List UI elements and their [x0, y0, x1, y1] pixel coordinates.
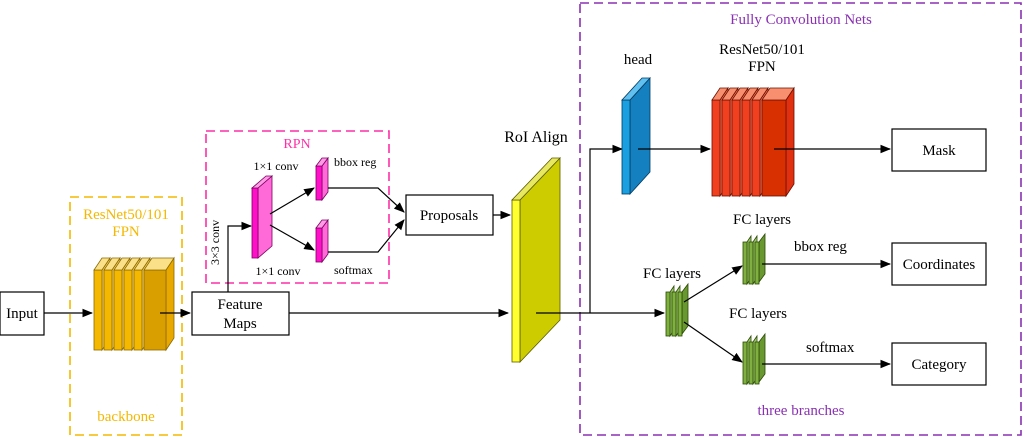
fcn-fpn-stack [711, 86, 795, 198]
branch-bbox-reg-label: bbox reg [794, 239, 847, 255]
input-label: Input [6, 306, 38, 322]
category-box [891, 342, 987, 386]
fc-layers-bottom-label: FC layers [729, 306, 787, 322]
head-block [621, 76, 651, 196]
rpn-conv3-block [250, 175, 274, 259]
roi-to-head-arrow [589, 144, 624, 313]
roi-align-block [511, 157, 561, 363]
conv3-to-bbox-arrow [269, 187, 315, 215]
fcn-caption: three branches [757, 403, 844, 419]
fcn-fpn-line2: FPN [748, 59, 776, 75]
rpn-softmax-label: softmax [334, 263, 373, 277]
backbone-title-line1: ResNet50/101 [83, 207, 169, 223]
backbone-title-line2: FPN [112, 224, 140, 240]
fcn-fpn-line1: ResNet50/101 [719, 42, 805, 58]
rpn-softmax-conv-block [315, 218, 329, 264]
softmax-to-proposals-arrow [328, 219, 405, 253]
coordinates-label: Coordinates [903, 257, 976, 273]
fcn-dashed-box [579, 2, 1022, 436]
branch-softmax-label: softmax [806, 340, 855, 356]
category-label: Category [912, 357, 967, 373]
head-label: head [624, 52, 653, 68]
backbone-layer-stack [93, 256, 175, 352]
feature-maps-line2: Maps [223, 316, 256, 332]
feature-maps-box [191, 291, 290, 336]
roi-align-label: RoI Align [504, 129, 568, 146]
rpn-conv3-label: 3×3 conv [208, 220, 222, 265]
mask-box [891, 128, 987, 172]
fc-layers-top-label: FC layers [733, 212, 791, 228]
backbone-caption: backbone [97, 409, 155, 425]
fc-mid-to-bottom-arrow [683, 321, 743, 363]
rpn-conv1-top-label: 1×1 conv [253, 159, 298, 173]
bbox-to-proposals-arrow [328, 187, 405, 213]
fc-layers-mid-label: FC layers [643, 266, 701, 282]
rpn-title: RPN [283, 137, 310, 152]
rpn-dashed-box [205, 130, 390, 284]
conv3-to-softmax-arrow [269, 224, 315, 251]
fc-mid-to-top-arrow [683, 265, 743, 303]
mask-label: Mask [922, 143, 956, 159]
coordinates-box [891, 242, 987, 286]
fcn-title: Fully Convolution Nets [730, 12, 872, 28]
fc-bottom-block [742, 332, 766, 386]
features-to-rpn-line [227, 221, 253, 292]
rpn-conv1-bottom-label: 1×1 conv [255, 264, 300, 278]
rpn-bbox-reg-label: bbox reg [334, 155, 376, 169]
feature-maps-line1: Feature [218, 297, 263, 313]
proposals-box [405, 194, 494, 236]
fc-mid-block [665, 282, 689, 338]
fc-top-block [742, 232, 766, 286]
proposals-label: Proposals [420, 208, 479, 224]
rpn-bbox-conv-block [315, 156, 329, 202]
